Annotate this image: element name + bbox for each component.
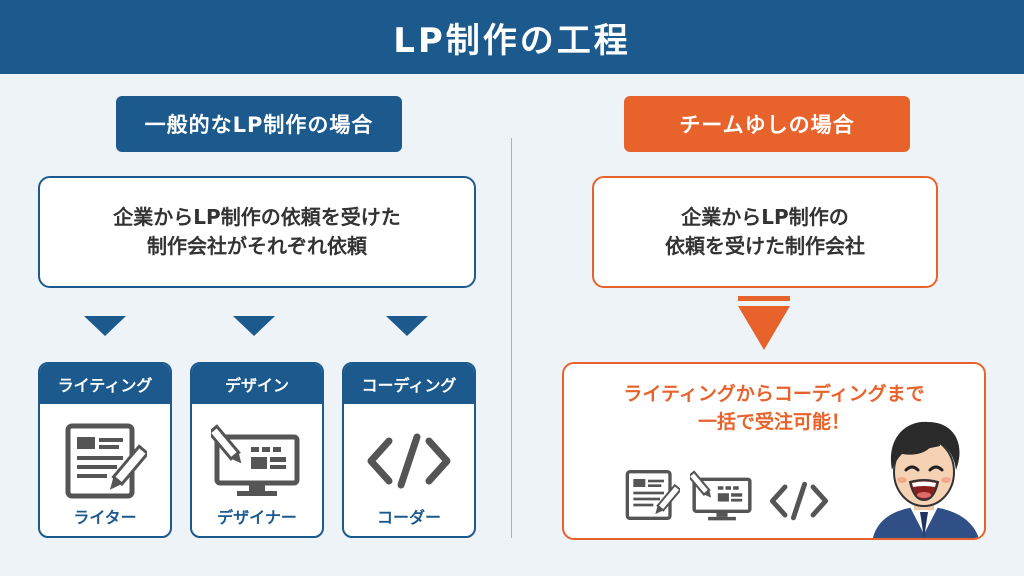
team-desc-line-2: 依頼を受けた制作会社 — [665, 234, 865, 258]
down-triangle-icon — [84, 316, 126, 336]
role-card-writing: ライティング ライター — [38, 362, 172, 538]
general-case-label: 一般的なLP制作の場合 — [116, 96, 402, 152]
general-case-description: 企業からLP制作の依頼を受けた 制作会社がそれぞれ依頼 — [38, 176, 476, 288]
column-divider — [511, 138, 512, 538]
result-line-1: ライティングからコーディングまで — [623, 383, 925, 405]
role-person: ライター — [73, 508, 137, 527]
general-desc-line-2: 制作会社がそれぞれ依頼 — [147, 234, 367, 258]
document-pen-icon — [40, 416, 170, 506]
team-desc-line-1: 企業からLP制作の — [681, 205, 849, 229]
general-desc-line-1: 企業からLP制作の依頼を受けた — [113, 205, 401, 229]
down-triangle-icon — [233, 316, 275, 336]
document-pen-icon — [625, 470, 680, 520]
result-line-2: 一括で受注可能！ — [697, 411, 850, 433]
role-title: ライティング — [40, 364, 170, 404]
team-yushi-case-label: チームゆしの場合 — [624, 96, 910, 152]
role-title: デザイン — [192, 364, 322, 404]
code-brackets-icon — [344, 416, 474, 506]
title-banner: LP制作の工程 — [0, 0, 1024, 74]
page-title: LP制作の工程 — [393, 20, 631, 61]
role-card-design: デザイン デザイナー — [190, 362, 324, 538]
role-title: コーディング — [344, 364, 474, 404]
down-triangle-icon — [386, 316, 428, 336]
down-arrow-icon — [738, 296, 790, 350]
team-yushi-case-description: 企業からLP制作の 依頼を受けた制作会社 — [592, 176, 938, 288]
role-card-coding: コーディング コーダー — [342, 362, 476, 538]
laughing-mascot-illustration — [873, 421, 979, 538]
monitor-pen-icon — [690, 470, 752, 521]
role-person: コーダー — [376, 508, 441, 527]
monitor-pen-icon — [192, 416, 322, 506]
role-person: デザイナー — [217, 508, 297, 527]
team-yushi-result-card: ライティングからコーディングまで 一括で受注可能！ — [562, 362, 986, 540]
code-brackets-icon — [769, 481, 829, 521]
